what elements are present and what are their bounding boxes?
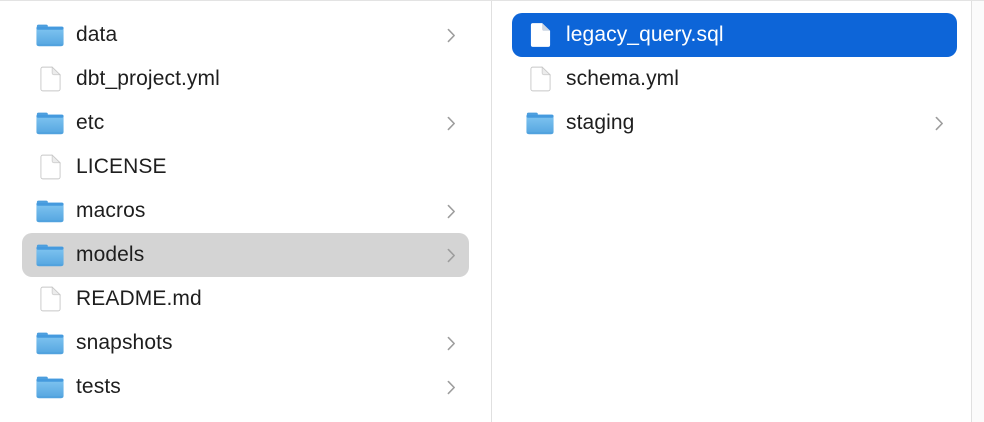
folder-icon bbox=[36, 21, 64, 49]
item-label: legacy_query.sql bbox=[566, 23, 724, 47]
document-icon bbox=[36, 285, 64, 313]
item-label: models bbox=[76, 243, 145, 267]
row-data[interactable]: data bbox=[0, 13, 491, 57]
chevron-right-icon bbox=[447, 204, 456, 219]
row-schema-yml[interactable]: schema.yml bbox=[492, 57, 971, 101]
folder-icon bbox=[36, 197, 64, 225]
item-label: LICENSE bbox=[76, 155, 167, 179]
row-dbt-project-yml[interactable]: dbt_project.yml bbox=[0, 57, 491, 101]
row-license[interactable]: LICENSE bbox=[0, 145, 491, 189]
folder-icon bbox=[526, 109, 554, 137]
row-staging[interactable]: staging bbox=[492, 101, 971, 145]
chevron-right-icon bbox=[447, 116, 456, 131]
item-label: dbt_project.yml bbox=[76, 67, 220, 91]
folder-icon bbox=[36, 329, 64, 357]
chevron-right-icon bbox=[447, 336, 456, 351]
folder-icon bbox=[36, 109, 64, 137]
row-legacy-query-sql-selected[interactable]: legacy_query.sql bbox=[492, 13, 971, 57]
finder-column-next-empty bbox=[972, 1, 984, 422]
item-label: macros bbox=[76, 199, 146, 223]
item-label: schema.yml bbox=[566, 67, 680, 91]
chevron-right-icon bbox=[935, 116, 944, 131]
item-label: staging bbox=[566, 111, 635, 135]
row-etc[interactable]: etc bbox=[0, 101, 491, 145]
row-macros[interactable]: macros bbox=[0, 189, 491, 233]
document-icon bbox=[526, 21, 554, 49]
chevron-right-icon bbox=[447, 28, 456, 43]
folder-icon bbox=[36, 373, 64, 401]
document-icon bbox=[526, 65, 554, 93]
row-readme-md[interactable]: README.md bbox=[0, 277, 491, 321]
chevron-right-icon bbox=[447, 380, 456, 395]
item-label: etc bbox=[76, 111, 105, 135]
document-icon bbox=[36, 153, 64, 181]
chevron-right-icon bbox=[447, 248, 456, 263]
row-snapshots[interactable]: snapshots bbox=[0, 321, 491, 365]
folder-icon bbox=[36, 241, 64, 269]
document-icon bbox=[36, 65, 64, 93]
finder-column-models: legacy_query.sql schema.yml staging bbox=[492, 1, 972, 422]
row-tests[interactable]: tests bbox=[0, 365, 491, 409]
item-label: tests bbox=[76, 375, 121, 399]
finder-column-root: data dbt_project.yml etc LICENSE bbox=[0, 1, 492, 422]
item-label: data bbox=[76, 23, 118, 47]
item-label: README.md bbox=[76, 287, 202, 311]
item-label: snapshots bbox=[76, 331, 173, 355]
row-models-selected[interactable]: models bbox=[0, 233, 491, 277]
